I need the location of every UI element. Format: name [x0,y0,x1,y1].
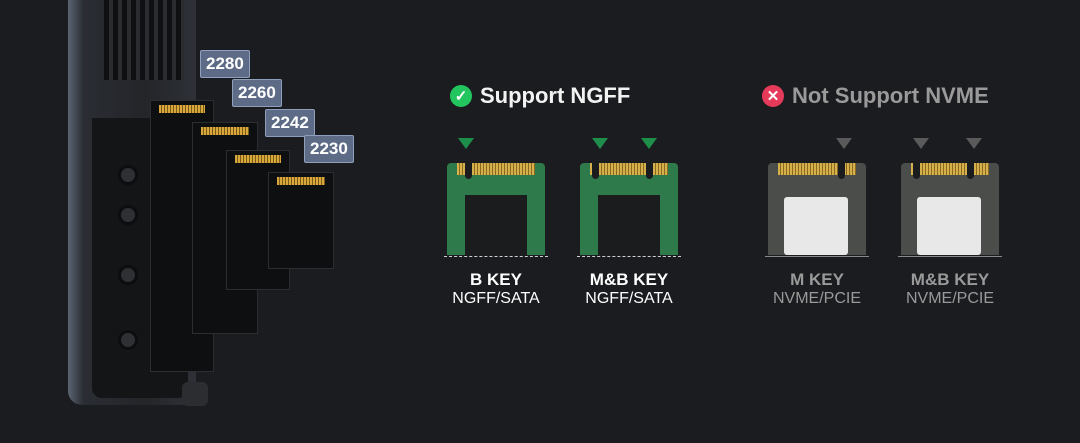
screw-icon [118,330,138,350]
unsupport-heading: ✕ Not Support NVME [762,83,989,109]
size-badge-2230: 2230 [304,135,354,163]
mb-key-nvme-label: M&B KEY NVME/PCIE [885,270,1015,308]
x-icon: ✕ [762,85,784,107]
support-title: Support NGFF [480,83,631,108]
m-key-ssd-image [768,163,866,255]
mb-key-label: M&B KEY NGFF/SATA [564,270,694,308]
b-key-notch-marker-icon [458,138,474,149]
mb-key-nvme-ssd-image [901,163,999,255]
key-protocol: NVME/PCIE [772,290,861,307]
enclosure-latch [182,382,208,406]
key-protocol: NGFF/SATA [585,290,673,307]
screw-icon [118,165,138,185]
screw-icon [118,265,138,285]
b-notch-marker-icon [913,138,929,149]
support-heading: ✓ Support NGFF [450,83,630,109]
key-type: M&B KEY [589,270,669,289]
b-notch-marker-icon [592,138,608,149]
baseline [898,256,1002,257]
key-type: M KEY [790,270,844,289]
baseline [577,256,681,257]
key-protocol: NVME/PCIE [905,290,994,307]
screw-icon [118,205,138,225]
m-key-label: M KEY NVME/PCIE [752,270,882,308]
size-badge-2280: 2280 [200,50,250,78]
size-badge-2242: 2242 [265,109,315,137]
size-badge-2260: 2260 [232,79,282,107]
check-icon: ✓ [450,85,472,107]
mb-key-ssd-image [580,163,678,255]
key-type: B KEY [470,270,522,289]
m-notch-marker-icon [641,138,657,149]
unsupport-title: Not Support NVME [792,83,989,108]
ssd-2230 [268,172,334,269]
baseline [765,256,869,257]
b-key-ssd-image [447,163,545,255]
b-key-label: B KEY NGFF/SATA [431,270,561,308]
m-key-notch-marker-icon [836,138,852,149]
key-type: M&B KEY [910,270,990,289]
m-notch-marker-icon [966,138,982,149]
enclosure-vent [104,0,184,80]
key-protocol: NGFF/SATA [452,290,540,307]
baseline [444,256,548,257]
